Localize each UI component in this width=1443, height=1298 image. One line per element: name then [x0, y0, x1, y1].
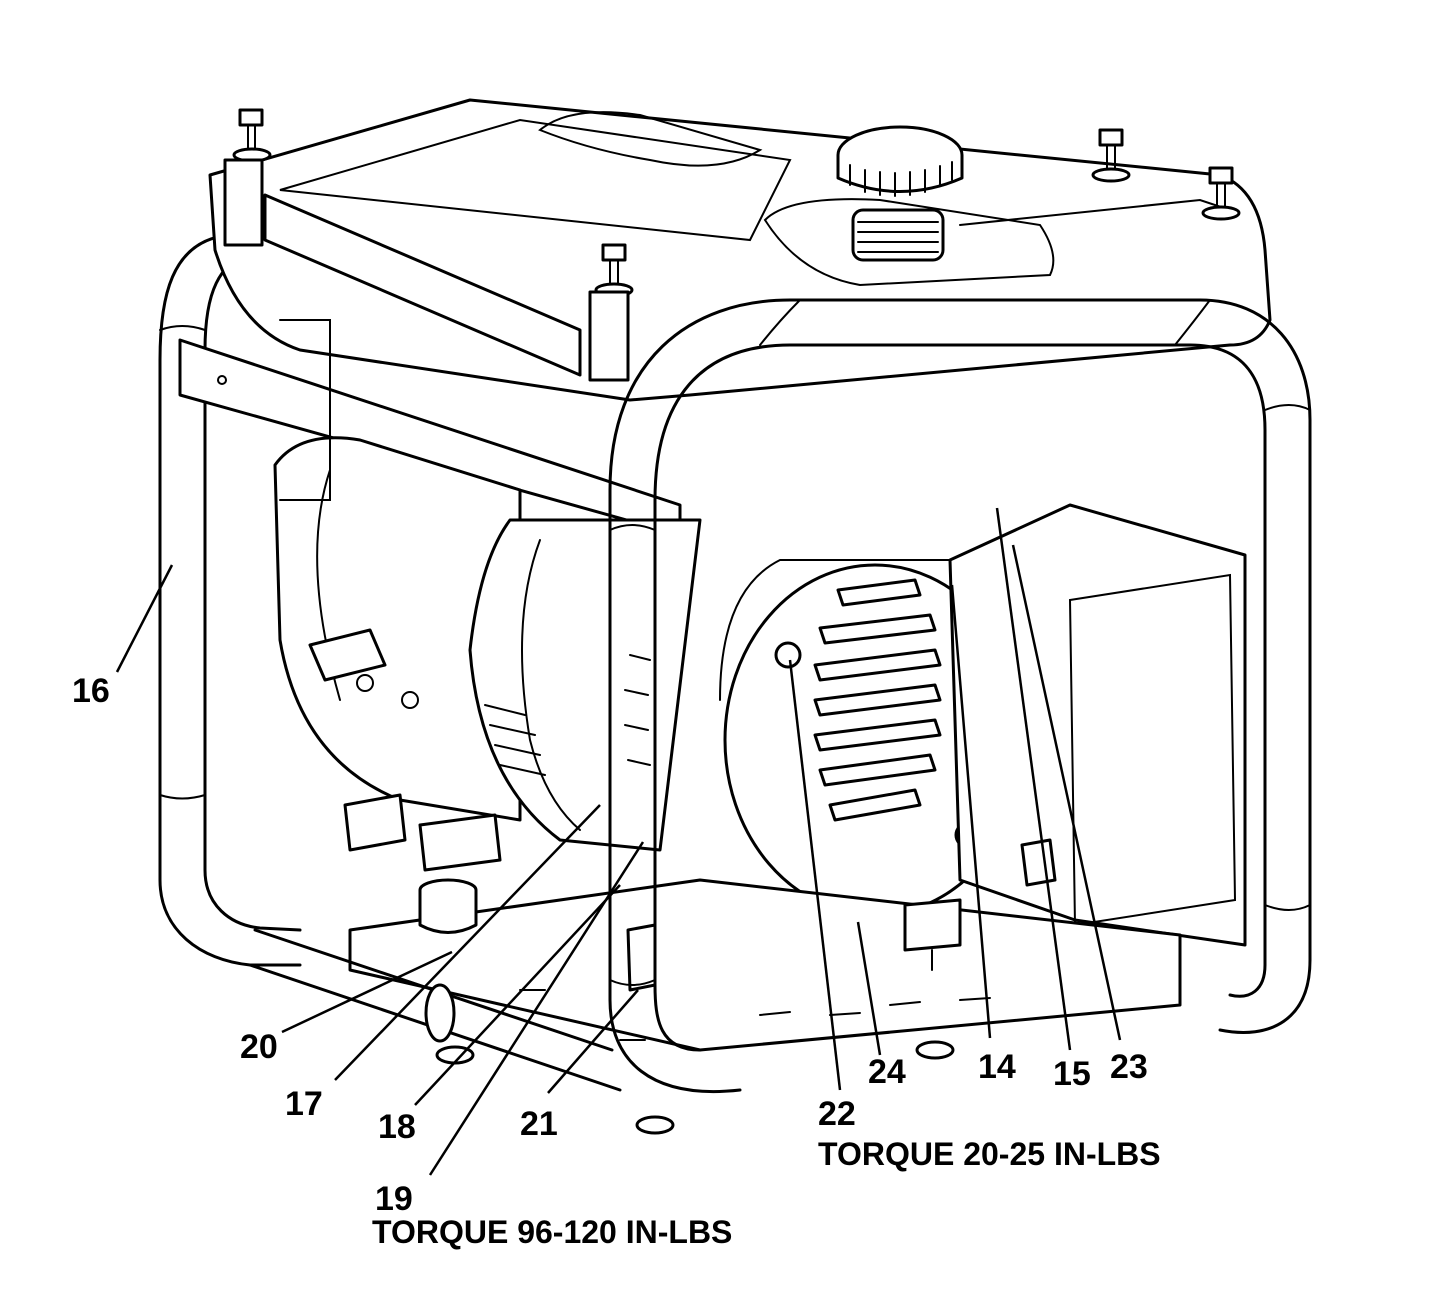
callout-19: 19 — [375, 1180, 413, 1218]
end-cover — [719, 559, 1027, 917]
callout-15: 15 — [1053, 1055, 1091, 1093]
tank-brackets — [223, 158, 630, 382]
callout-17: 17 — [285, 1085, 323, 1123]
frame-tube-front — [608, 298, 1312, 1093]
alternator-housing — [468, 518, 702, 852]
callout-22: 22 — [818, 1095, 856, 1133]
torque-note-19: TORQUE 96-120 IN-LBS — [372, 1214, 732, 1250]
leader-lines — [115, 507, 1122, 1176]
frame-tube-bottom — [248, 928, 622, 1092]
callout-23: 23 — [1110, 1048, 1148, 1086]
control-box — [948, 503, 1247, 947]
engine-block — [273, 319, 522, 822]
callout-20: 20 — [240, 1028, 278, 1066]
torque-note-22: TORQUE 20-25 IN-LBS — [818, 1136, 1161, 1172]
callout-18: 18 — [378, 1108, 416, 1146]
foot-bolts — [435, 1040, 955, 1135]
callout-16: 16 — [72, 672, 110, 710]
base-plate — [348, 878, 1182, 1052]
fuel-tank — [208, 98, 1272, 402]
callout-21: 21 — [520, 1105, 558, 1143]
fuel-cap — [836, 125, 964, 262]
callout-24: 24 — [868, 1053, 906, 1091]
vibration-mounts — [343, 793, 962, 992]
callout-14: 14 — [978, 1048, 1016, 1086]
